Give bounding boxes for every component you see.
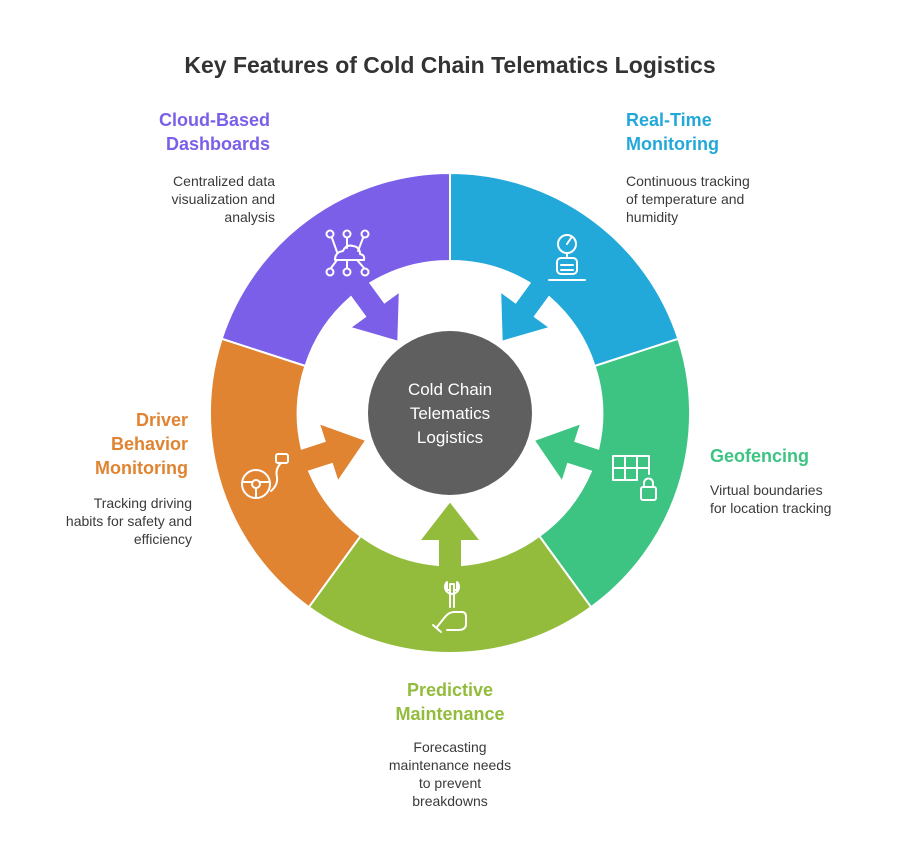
feature-label-predictive-maintenance: Predictive Maintenance: [335, 678, 565, 726]
feature-desc-line: habits for safety and: [65, 513, 192, 529]
feature-desc-line: efficiency: [133, 531, 192, 547]
feature-desc-predictive-maintenance: Forecasting maintenance needs to prevent…: [360, 738, 540, 810]
feature-label-line: Maintenance: [395, 704, 505, 724]
center-label: Cold Chain Telematics Logistics: [365, 378, 535, 450]
feature-label-line: Real-Time: [626, 110, 712, 130]
feature-label-driver-behavior: Driver Behavior Monitoring: [40, 408, 188, 480]
feature-desc-line: maintenance needs: [388, 757, 512, 773]
feature-desc-line: for location tracking: [710, 500, 832, 516]
feature-label-line: Monitoring: [95, 458, 188, 478]
segment-driver-behavior: [208, 337, 368, 609]
feature-desc-line: visualization and: [171, 191, 275, 207]
feature-desc-line: of temperature and: [626, 191, 745, 207]
feature-label-line: Driver: [135, 410, 188, 430]
feature-desc-driver-behavior: Tracking driving habits for safety and e…: [20, 494, 192, 548]
feature-desc-line: Centralized data: [173, 173, 275, 189]
feature-label-line: Cloud-Based: [158, 110, 270, 130]
feature-label-line: Behavior: [110, 434, 188, 454]
center-hub: [368, 331, 532, 495]
feature-desc-line: breakdowns: [412, 793, 488, 809]
center-label-line-3: Logistics: [416, 428, 484, 447]
grid-lock-icon: [612, 455, 657, 501]
feature-desc-real-time-monitoring: Continuous tracking of temperature and h…: [626, 172, 806, 226]
center-label-line-1: Cold Chain: [407, 380, 493, 399]
cloud-network-icon: [325, 229, 370, 277]
steering-wheel-icon: [241, 453, 289, 499]
feature-label-real-time-monitoring: Real-Time Monitoring: [626, 108, 826, 156]
feature-label-geofencing: Geofencing: [710, 444, 870, 468]
feature-desc-line: Tracking driving: [93, 495, 192, 511]
feature-label-line: Dashboards: [165, 134, 270, 154]
feature-desc-line: Forecasting: [413, 739, 487, 755]
feature-desc-line: Virtual boundaries: [710, 482, 823, 498]
feature-desc-cloud-dashboards: Centralized data visualization and analy…: [125, 172, 275, 226]
feature-desc-line: analysis: [224, 209, 275, 225]
feature-desc-line: humidity: [626, 209, 679, 225]
feature-desc-line: to prevent: [418, 775, 482, 791]
center-label-line-2: Telematics: [409, 404, 491, 423]
wrench-hand-icon: [432, 581, 467, 633]
gauge-monitor-icon: [548, 234, 586, 281]
segment-predictive-maintenance: [307, 499, 593, 655]
diagram-title: Key Features of Cold Chain Telematics Lo…: [184, 52, 716, 78]
feature-desc-line: Continuous tracking: [626, 173, 750, 189]
feature-label-line: Geofencing: [710, 446, 810, 466]
feature-label-line: Monitoring: [626, 134, 719, 154]
feature-label-line: Predictive: [406, 680, 494, 700]
feature-label-cloud-dashboards: Cloud-Based Dashboards: [120, 108, 270, 156]
feature-desc-geofencing: Virtual boundaries for location tracking: [710, 481, 890, 517]
